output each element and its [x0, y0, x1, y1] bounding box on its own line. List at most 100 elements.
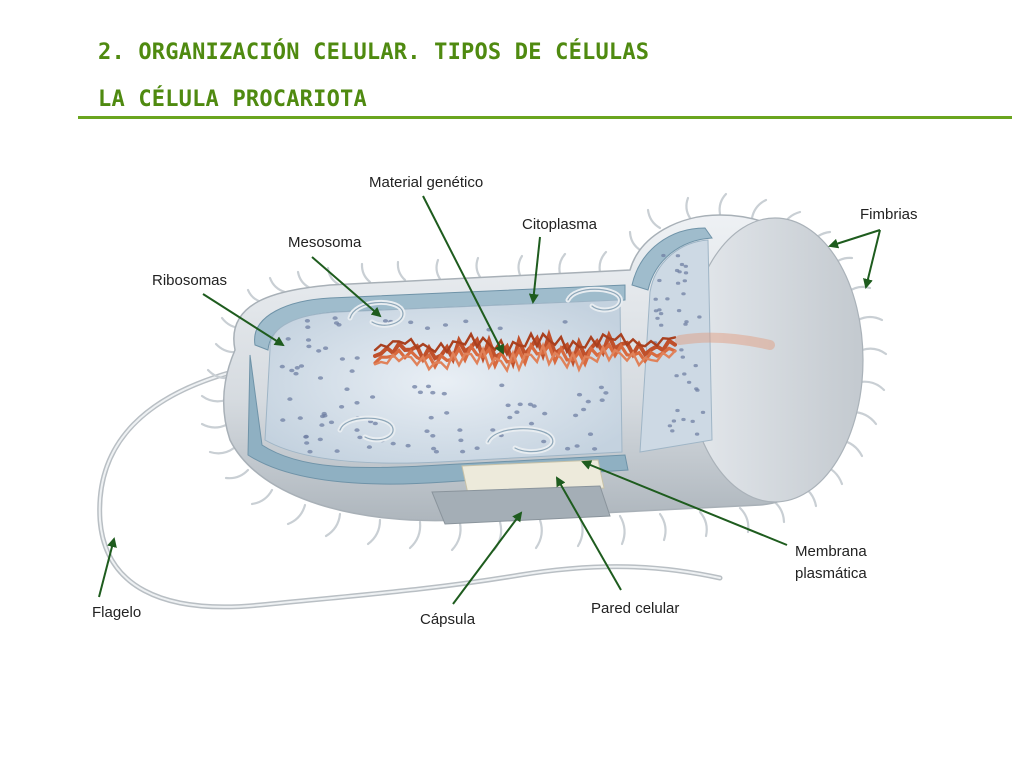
ribosome	[424, 429, 430, 434]
ribosome	[441, 391, 447, 396]
ribosome	[697, 315, 702, 319]
fimbria	[558, 252, 567, 276]
ribosome	[306, 344, 312, 349]
arrow-pared-celular	[556, 476, 622, 591]
ribosome	[279, 364, 285, 369]
ribosome	[670, 429, 675, 433]
fimbria	[856, 315, 884, 322]
ribosome	[339, 405, 345, 409]
ribosome	[332, 316, 338, 320]
ribosome	[679, 262, 685, 267]
ribosome	[297, 416, 303, 420]
ribosome	[497, 326, 503, 331]
ribosome	[460, 449, 466, 454]
ribosome	[528, 421, 535, 426]
ribosome	[412, 385, 418, 389]
dna-tail	[675, 332, 775, 350]
ribosome	[667, 424, 673, 428]
ribosome-dots	[279, 253, 706, 454]
ribosome	[366, 445, 372, 449]
dna-strand	[373, 331, 677, 358]
ribosome	[657, 308, 662, 312]
label-ribosomas: Ribosomas	[152, 272, 227, 289]
ribosome	[683, 264, 688, 268]
ribosome	[517, 402, 523, 407]
fimbria	[200, 394, 228, 403]
ribosome	[317, 437, 323, 442]
ribosome	[680, 355, 685, 359]
fimbria	[475, 256, 482, 279]
slide-title-line-1: 2. ORGANIZACIÓN CELULAR. TIPOS DE CÉLULA…	[98, 40, 650, 65]
arrow-ribosomas	[202, 293, 285, 347]
ribosome	[339, 357, 345, 361]
ribosome	[317, 376, 324, 380]
ribosome	[658, 312, 664, 316]
fimbria	[366, 518, 382, 546]
ribosome	[390, 441, 396, 446]
ribosome	[474, 446, 480, 451]
fimbria	[396, 260, 407, 282]
ribosome	[659, 323, 664, 327]
ribosome	[694, 432, 700, 436]
ribosome	[527, 402, 534, 407]
label-material-genetico: Material genético	[369, 174, 483, 191]
ribosome	[280, 418, 286, 422]
ribosome	[285, 337, 291, 341]
ribosome	[585, 399, 591, 404]
fimbria	[618, 514, 626, 546]
fimbria	[296, 270, 312, 290]
arrow-fimbrias-1	[828, 229, 881, 249]
slide-title-line-2: LA CÉLULA PROCARIOTA	[98, 87, 367, 112]
ribosome	[349, 369, 355, 373]
ribosome	[354, 401, 360, 405]
ribosome	[323, 346, 329, 351]
ribosome	[684, 320, 689, 324]
genetic-material	[373, 328, 775, 374]
ribosome	[433, 449, 439, 454]
fimbria	[435, 258, 442, 281]
fimbria	[685, 196, 692, 220]
ribosome	[408, 320, 414, 325]
ribosome	[665, 297, 670, 301]
arrow-material-genetico	[422, 195, 504, 355]
ribosome	[681, 292, 686, 296]
ribosome	[305, 338, 312, 342]
ribosome	[573, 413, 579, 418]
fimbria	[224, 468, 250, 480]
ribosome	[700, 410, 706, 414]
ribosome	[499, 383, 505, 388]
ribosome	[675, 281, 681, 285]
arrow-fimbrias-2	[863, 229, 881, 289]
ribosome	[677, 270, 682, 274]
ribosome	[686, 380, 692, 384]
ribosome	[287, 397, 293, 401]
ribosome	[417, 390, 423, 395]
ribosome	[305, 325, 311, 330]
ribosome	[683, 271, 689, 275]
ribosome	[298, 364, 305, 368]
arrow-capsula	[452, 511, 523, 605]
ribosome	[574, 444, 580, 448]
ribosome	[428, 415, 434, 420]
ribosome	[653, 309, 659, 313]
fimbria	[718, 192, 728, 216]
ribosome	[319, 423, 325, 427]
fimbria	[658, 512, 667, 542]
ribosome	[576, 392, 583, 397]
ribosome	[531, 404, 537, 408]
ribosome	[653, 297, 658, 301]
ribosome	[304, 319, 310, 323]
ribosome	[334, 449, 340, 453]
ribosome	[514, 410, 520, 415]
ribosome	[682, 372, 687, 376]
label-citoplasma: Citoplasma	[522, 216, 598, 233]
fimbria	[646, 208, 662, 230]
arrow-membrana	[581, 460, 788, 546]
ribosome	[693, 364, 698, 368]
ribosome	[671, 419, 677, 423]
ribosome	[675, 408, 680, 413]
ribosome	[289, 368, 295, 373]
fimbria	[517, 254, 524, 277]
ribosome	[430, 434, 436, 438]
ribosome	[328, 420, 335, 425]
